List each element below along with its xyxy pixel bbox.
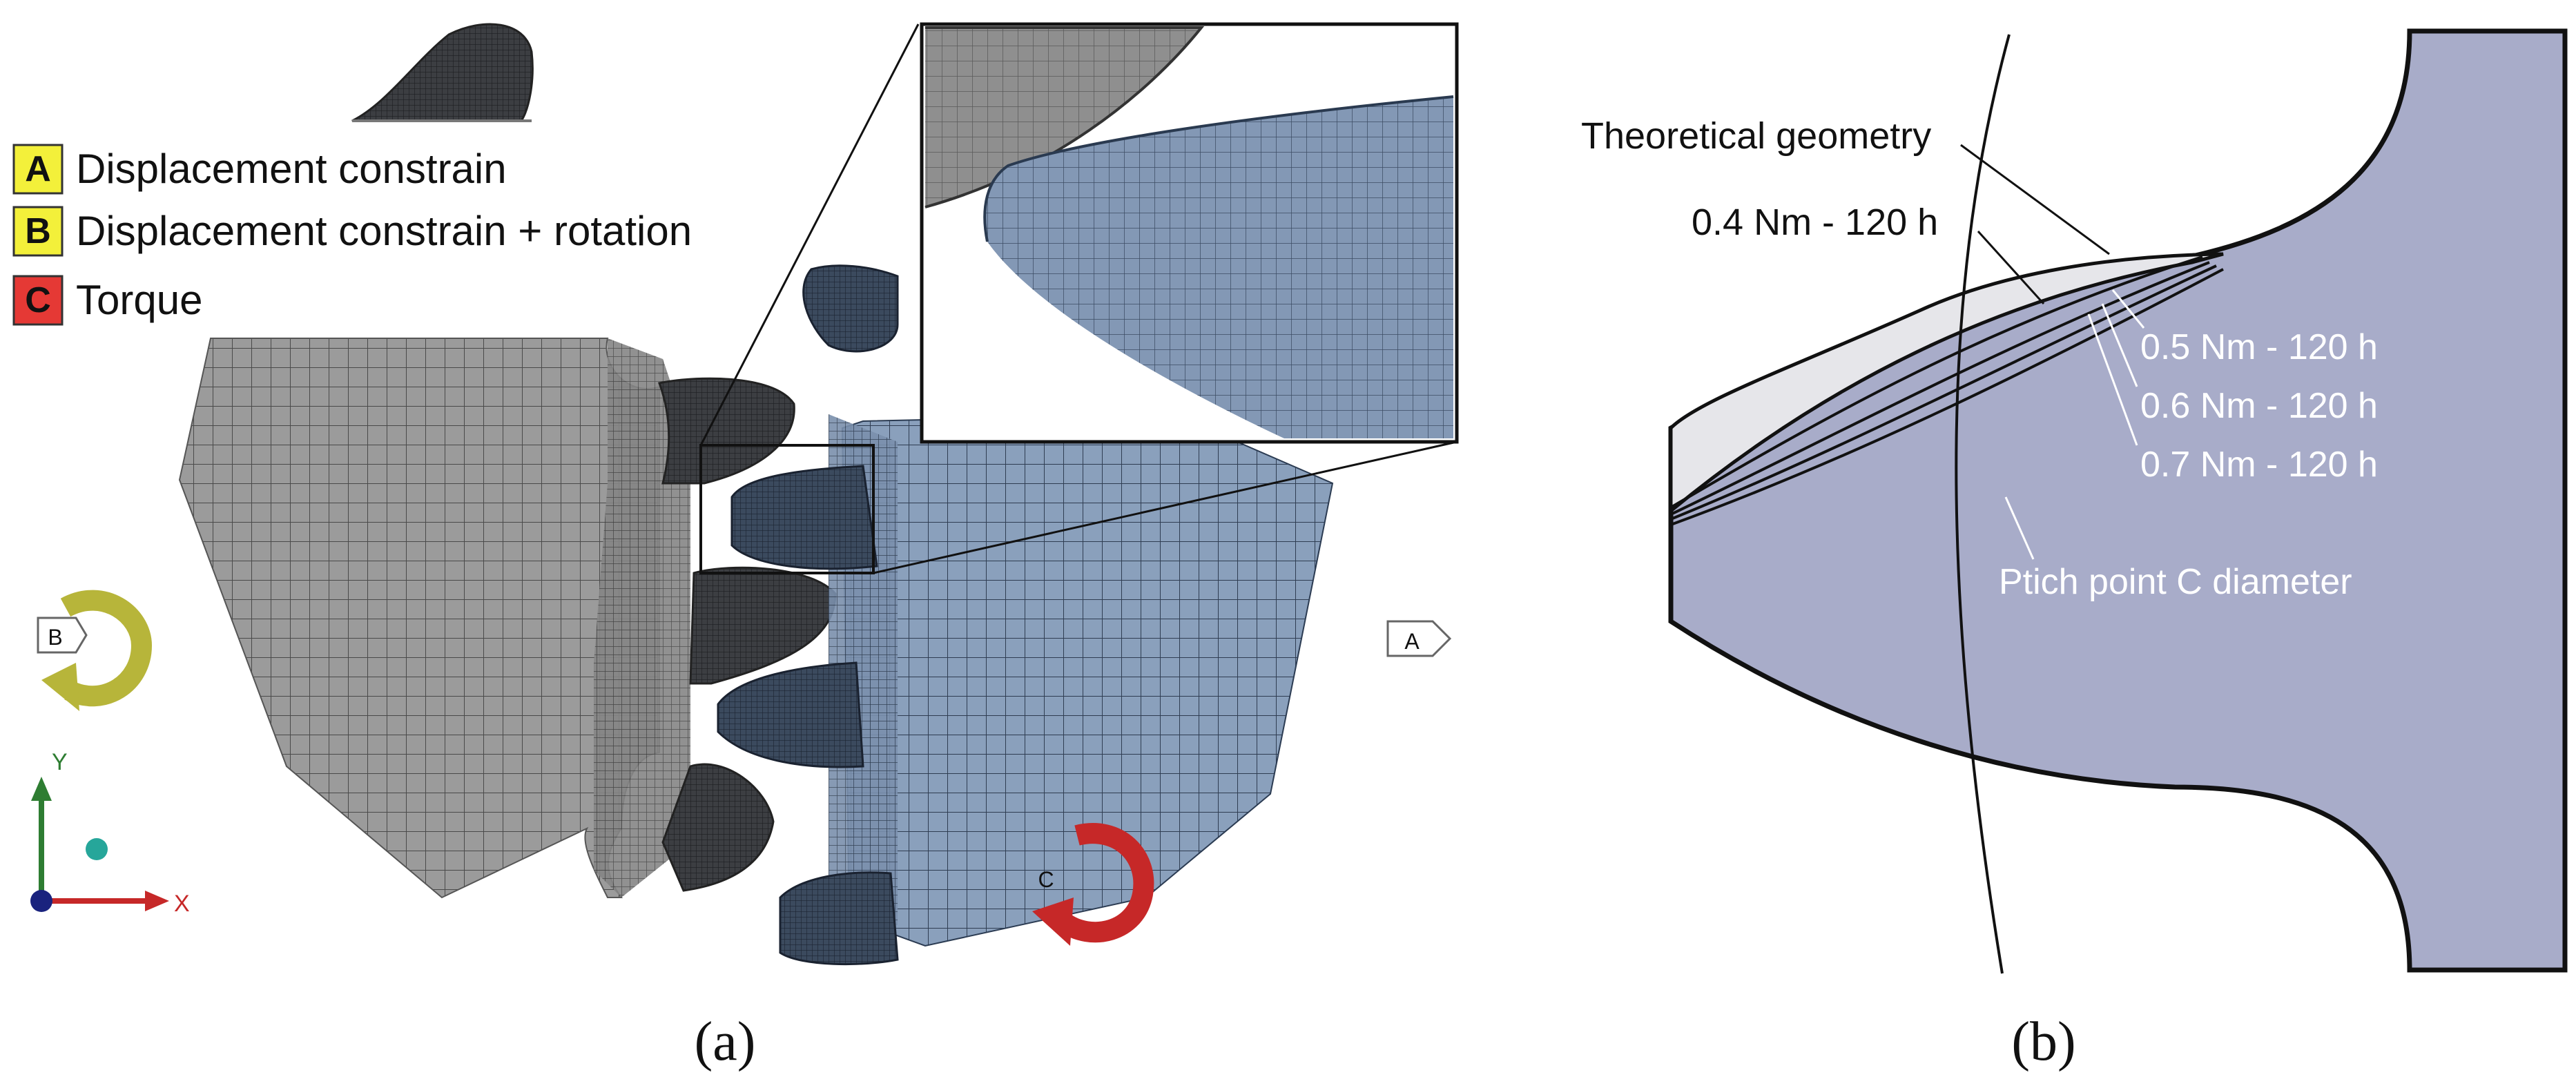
label-theoretical-geometry: Theoretical geometry [1581, 115, 1931, 157]
worn-profile-06 [1670, 264, 2217, 521]
tooth-profile-b [1668, 28, 2568, 973]
worn-profile-05 [1670, 261, 2210, 516]
legend-label-a: Displacement constrain [76, 146, 507, 192]
legend-key-a-box [12, 144, 64, 195]
worn-profile-04 [1669, 255, 2203, 509]
label-0-7-nm: 0.7 Nm - 120 h [2140, 445, 2378, 485]
caption-b: (b) [2011, 1011, 2075, 1072]
gray-gear-body [178, 338, 660, 899]
rotation-arrow-icon: B [37, 590, 153, 711]
blue-tooth-1 [802, 264, 899, 353]
blue-gear-body [841, 413, 1334, 947]
detail-box [699, 444, 875, 574]
marker-a: A [1386, 620, 1452, 657]
zoom-inset [920, 22, 1459, 444]
label-0-5-nm: 0.5 Nm - 120 h [2140, 327, 2378, 367]
label-pitch-point: Ptich point C diameter [1999, 562, 2352, 602]
panel-b: Theoretical geometry 0.4 Nm - 120 h 0.5 … [1581, 28, 2568, 1072]
torque-arrow-icon: C [1032, 823, 1154, 946]
axis-y-label: Y [52, 749, 68, 775]
legend-key-b: B [25, 211, 51, 251]
axis-x-label: X [174, 891, 190, 917]
legend-key-c: C [25, 280, 51, 320]
worn-profile-07 [1670, 268, 2224, 526]
blue-tooth-2 [730, 465, 878, 570]
label-0-6-nm: 0.6 Nm - 120 h [2140, 386, 2378, 426]
legend: A Displacement constrain B Displacement … [12, 144, 692, 326]
axis-triad-icon: Y X [30, 749, 190, 917]
legend-key-c-box [12, 275, 64, 326]
gray-tooth-3 [661, 763, 775, 892]
label-0-4-nm: 0.4 Nm - 120 h [1692, 202, 1938, 243]
marker-b-label: B [48, 625, 62, 650]
legend-key-a: A [25, 149, 51, 189]
blue-tooth-3 [717, 661, 864, 768]
marker-c-label: C [1038, 867, 1054, 892]
marker-a-label: A [1404, 629, 1420, 654]
legend-label-c: Torque [76, 277, 202, 323]
partial-tooth-top [351, 23, 534, 122]
caption-a: (a) [695, 1011, 756, 1072]
pitch-circle-arc [1955, 34, 2011, 974]
legend-key-b-box [12, 206, 64, 257]
theoretical-tip-region [1669, 252, 2224, 515]
panel-a: A Displacement constrain B Displacement … [12, 22, 1459, 1072]
gray-tooth-1 [658, 377, 795, 485]
blue-tooth-4 [779, 871, 899, 966]
legend-label-b: Displacement constrain + rotation [76, 208, 692, 254]
